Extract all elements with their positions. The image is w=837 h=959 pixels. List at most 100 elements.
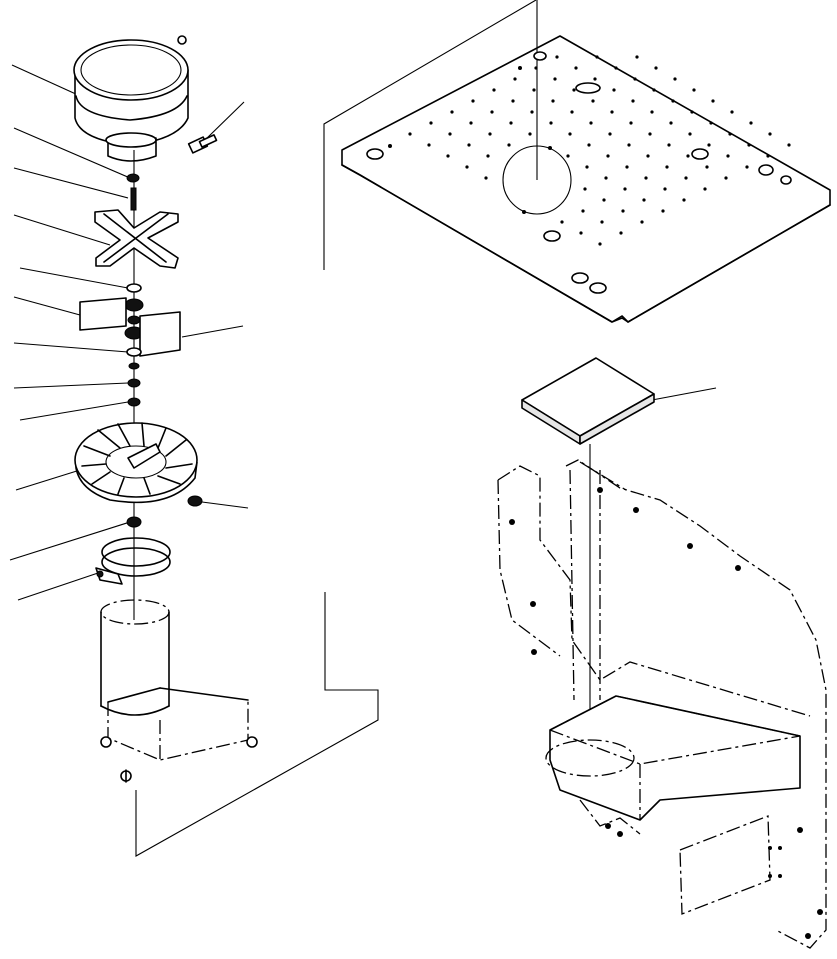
plate-dot xyxy=(644,176,648,180)
plate-dot xyxy=(448,132,452,136)
cab-frame xyxy=(497,459,827,949)
plate-dot xyxy=(530,110,534,114)
plate-dot xyxy=(614,66,618,70)
plate-dot xyxy=(671,99,675,103)
plate-dot xyxy=(646,154,650,158)
plate-dot xyxy=(427,143,431,147)
plate-dot xyxy=(619,231,623,235)
plate-dot xyxy=(551,99,555,103)
plate-dot xyxy=(467,143,471,147)
plate-dot xyxy=(469,121,473,125)
plate-dot xyxy=(574,66,578,70)
plate-dot xyxy=(572,88,576,92)
plate-dot xyxy=(730,110,734,114)
plate-dot xyxy=(604,176,608,180)
plate-dot xyxy=(602,198,606,202)
plate-dot xyxy=(635,55,639,59)
stud-shaft xyxy=(130,187,137,211)
plate-dot xyxy=(583,187,587,191)
plate-dot xyxy=(579,231,583,235)
plate-holes xyxy=(366,51,792,294)
plate-dot xyxy=(682,198,686,202)
plate-dot xyxy=(726,154,730,158)
mount-base xyxy=(100,687,258,783)
plate-dot xyxy=(629,121,633,125)
floor-plate xyxy=(341,0,831,323)
plate-dot xyxy=(471,99,475,103)
spacer-washer xyxy=(126,283,142,293)
plate-dot xyxy=(553,77,557,81)
fan-impeller xyxy=(74,422,198,504)
plate-dot xyxy=(465,165,469,169)
plate-dot xyxy=(686,154,690,158)
plate-dot xyxy=(768,132,772,136)
plate-dot xyxy=(534,66,538,70)
plate-dot xyxy=(488,132,492,136)
plate-dot xyxy=(652,88,656,92)
plate-dot xyxy=(688,132,692,136)
plate-dot xyxy=(612,88,616,92)
plate-dot xyxy=(654,66,658,70)
plate-dot xyxy=(555,55,559,59)
plate-dot xyxy=(566,154,570,158)
plate-dot xyxy=(511,99,515,103)
plate-dot xyxy=(627,143,631,147)
plate-dot xyxy=(507,143,511,147)
plate-dot xyxy=(560,220,564,224)
plate-dot xyxy=(745,165,749,169)
plate-dot xyxy=(610,110,614,114)
plate-dot xyxy=(642,198,646,202)
plate-dot xyxy=(661,209,665,213)
plate-dot xyxy=(648,132,652,136)
plate-dot xyxy=(650,110,654,114)
plate-dot xyxy=(608,132,612,136)
plate-dot xyxy=(766,154,770,158)
plate-dot xyxy=(568,132,572,136)
plate-dot xyxy=(705,165,709,169)
plate-dot xyxy=(707,143,711,147)
plate-dot xyxy=(532,88,536,92)
plate-dot xyxy=(669,121,673,125)
label-plate-right xyxy=(139,311,181,357)
washer-lower xyxy=(127,378,141,407)
plate-dot xyxy=(709,121,713,125)
plate-dot xyxy=(446,154,450,158)
duct-tube xyxy=(100,599,170,716)
plate-dot xyxy=(640,220,644,224)
hose-clamp xyxy=(95,537,171,585)
plate-dot xyxy=(509,121,513,125)
plate-dot xyxy=(408,132,412,136)
plate-dot xyxy=(486,154,490,158)
label-plate-left xyxy=(79,297,127,331)
leader-lines xyxy=(9,64,717,601)
plate-dot xyxy=(692,88,696,92)
reference-frame-lines xyxy=(135,0,537,857)
plate-dot xyxy=(549,121,553,125)
plate-dot xyxy=(631,99,635,103)
plate-dot xyxy=(593,77,597,81)
impeller-nut xyxy=(187,495,203,507)
plate-dot xyxy=(749,121,753,125)
plate-dot xyxy=(600,220,604,224)
plate-dot xyxy=(581,209,585,213)
plate-dot xyxy=(589,121,593,125)
washer-mid xyxy=(126,347,142,370)
mounting-bolt xyxy=(187,134,218,154)
plate-dot xyxy=(513,77,517,81)
plate-dot xyxy=(625,165,629,169)
plate-dot xyxy=(585,165,589,169)
plate-dot xyxy=(484,176,488,180)
plate-dot xyxy=(684,176,688,180)
plate-dot xyxy=(621,209,625,213)
plate-dot xyxy=(528,132,532,136)
plate-dot xyxy=(724,176,728,180)
plate-dot xyxy=(595,55,599,59)
plate-dot xyxy=(787,143,791,147)
plate-dot xyxy=(606,154,610,158)
filter-pad xyxy=(521,357,655,460)
plate-dot xyxy=(591,99,595,103)
plate-dot xyxy=(728,132,732,136)
plate-dot xyxy=(490,110,494,114)
plate-dot xyxy=(598,242,602,246)
